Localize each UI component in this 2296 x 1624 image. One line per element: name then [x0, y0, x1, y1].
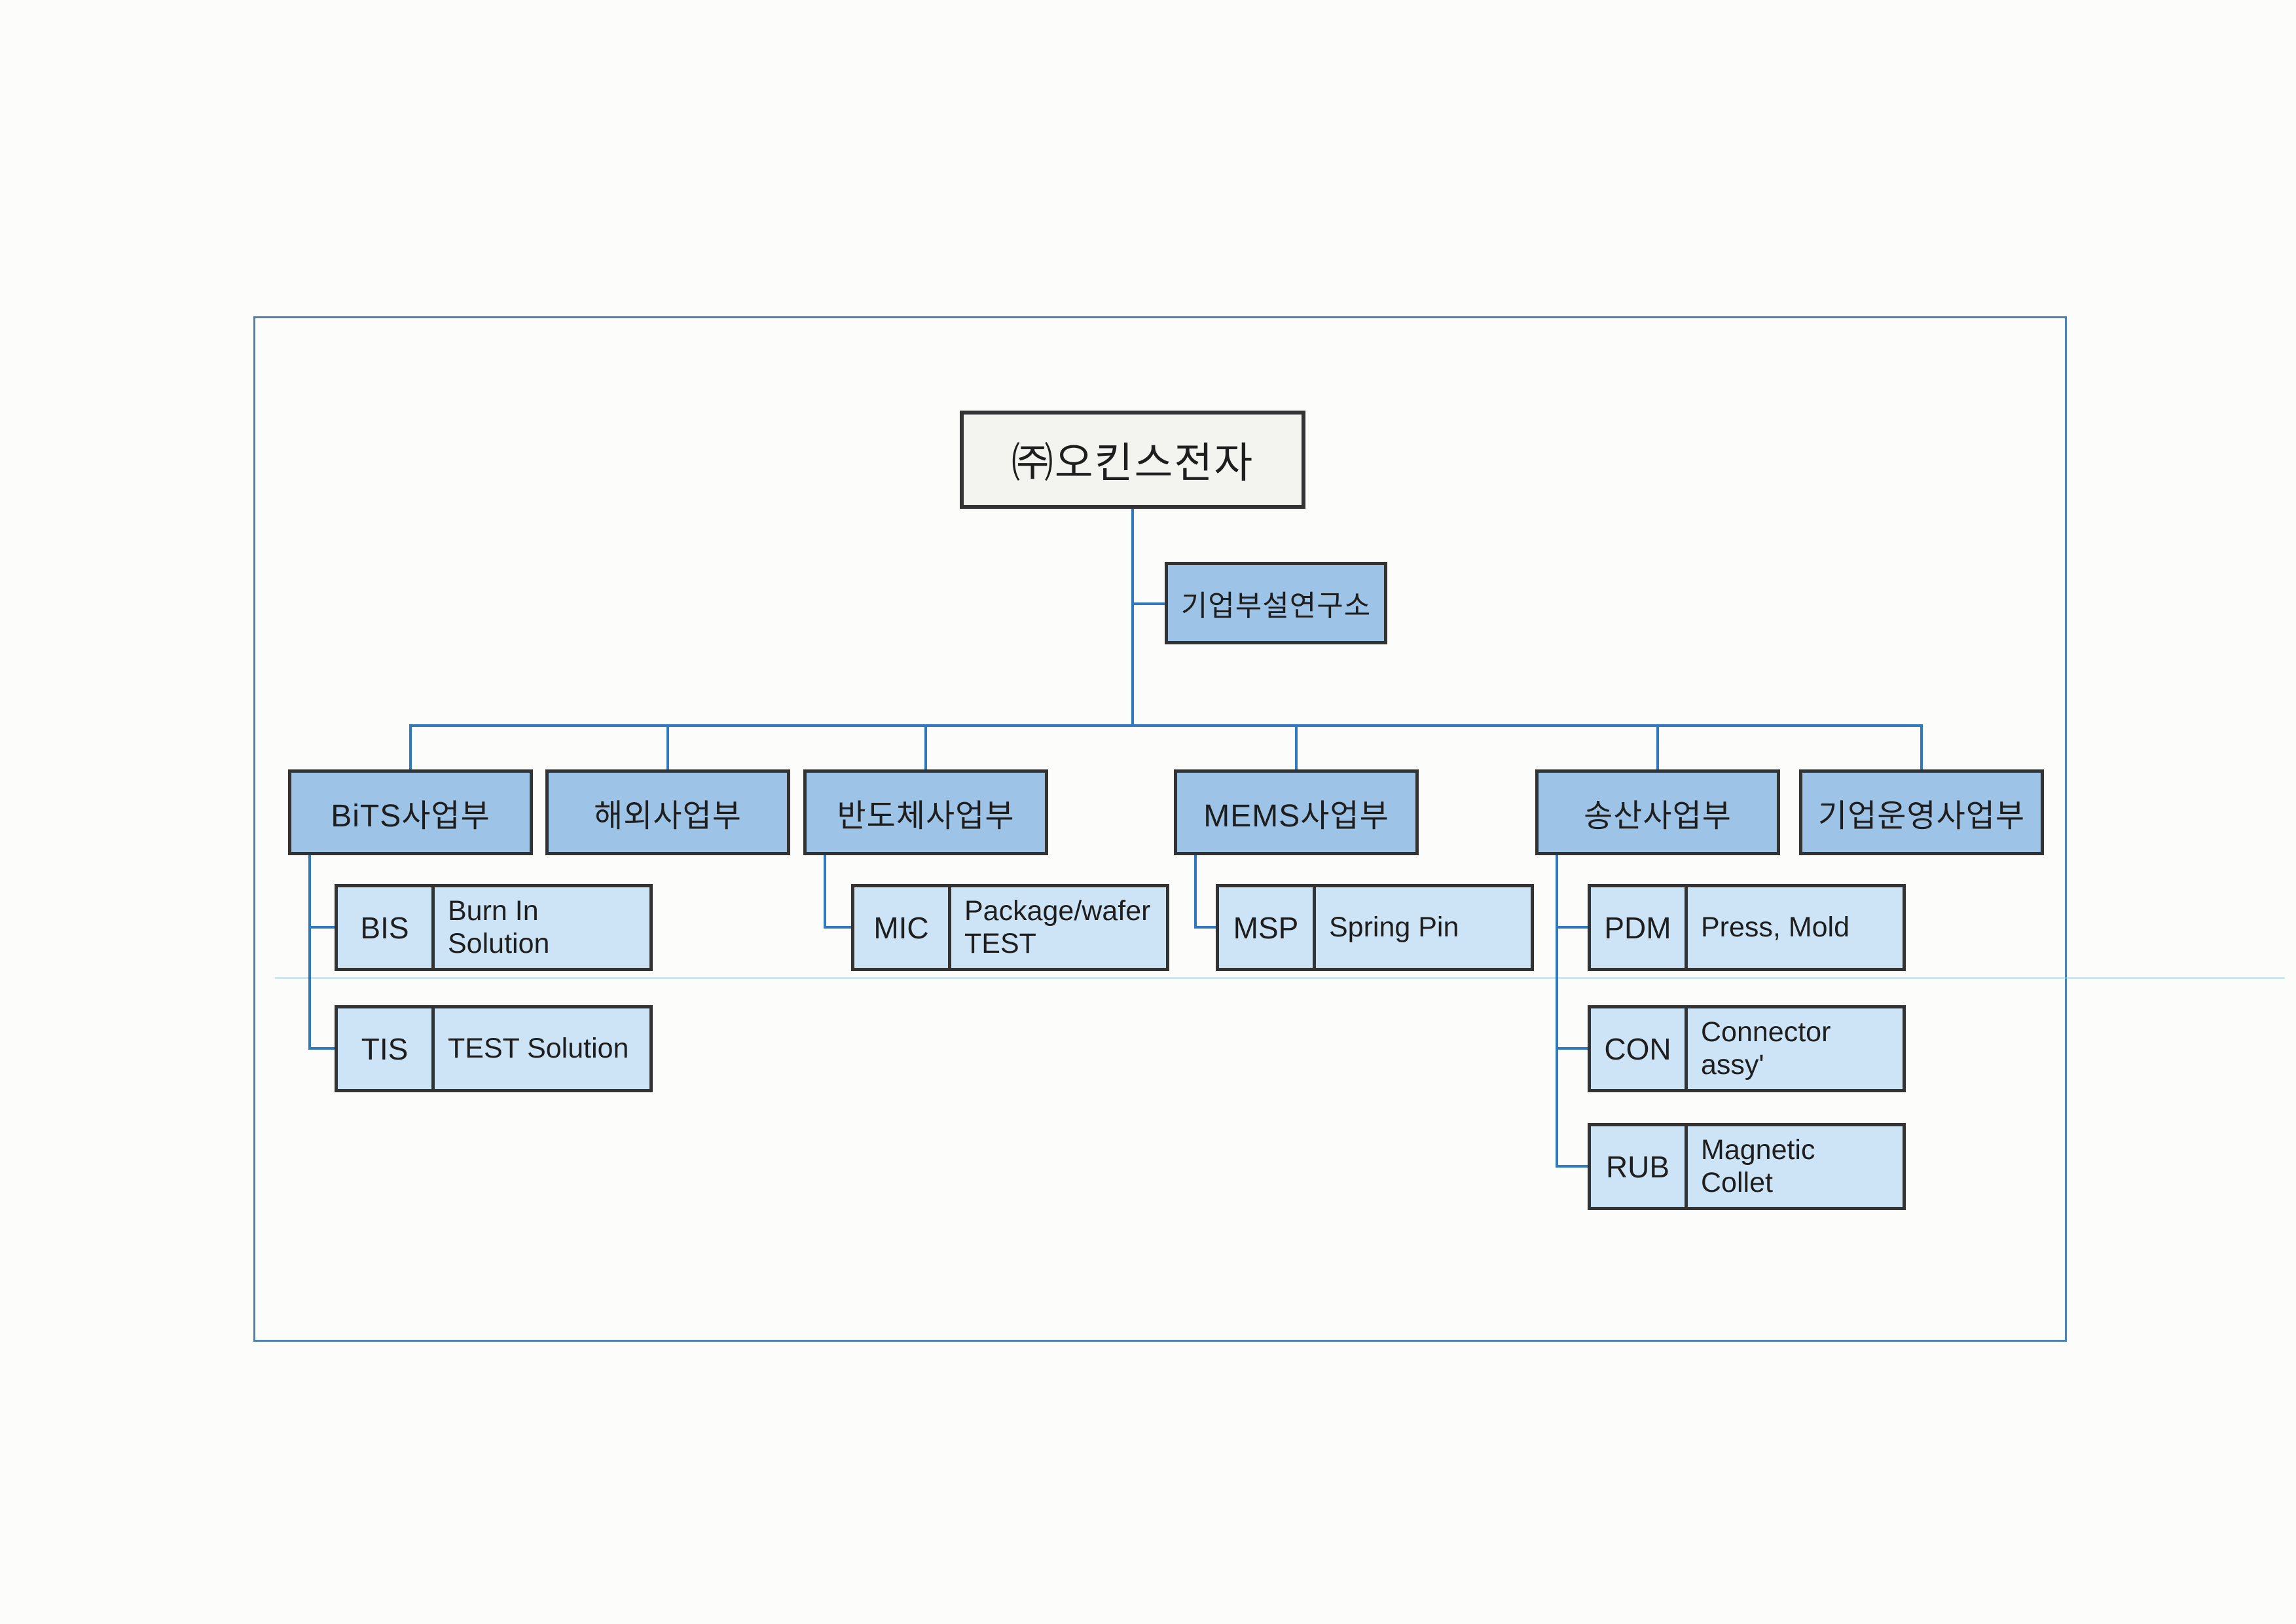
dept-box-operations: 기업운영사업부 — [1799, 769, 2044, 855]
sub-code-mic: MIC — [854, 887, 951, 968]
connector-elbow-tis — [308, 1047, 335, 1050]
chart-outer-frame — [253, 316, 2067, 1342]
connector-elbow-mic — [824, 926, 851, 929]
connector-elbow-pdm — [1556, 926, 1588, 929]
sub-code-tis: TIS — [338, 1008, 435, 1089]
sub-code-pdm: PDM — [1591, 887, 1688, 968]
sub-desc-msp: Spring Pin — [1329, 911, 1459, 943]
connector-spine-semiconductor — [824, 855, 826, 929]
root-company-box: ㈜오킨스전자 — [960, 411, 1305, 509]
dept-label-semiconductor: 반도체사업부 — [837, 798, 1015, 834]
connector-spine-songsan — [1556, 855, 1558, 1168]
dept-box-semiconductor: 반도체사업부 — [803, 769, 1048, 855]
sub-desc-pdm: Press, Mold — [1701, 911, 1850, 943]
research-institute-box: 기업부설연구소 — [1165, 562, 1387, 644]
connector-drop-overseas — [666, 724, 669, 771]
connector-elbow-rub — [1556, 1165, 1588, 1168]
connector-drop-songsan — [1656, 724, 1659, 771]
dept-label-operations: 기업운영사업부 — [1817, 798, 2026, 834]
dept-box-bits: BiTS사업부 — [288, 769, 533, 855]
dept-label-mems: MEMS사업부 — [1203, 798, 1389, 834]
connector-root-vertical — [1131, 509, 1134, 727]
connector-drop-operations — [1920, 724, 1923, 771]
dept-label-bits: BiTS사업부 — [331, 798, 490, 834]
sub-code-msp: MSP — [1219, 887, 1316, 968]
sub-box-pdm: PDM Press, Mold — [1588, 884, 1906, 971]
connector-drop-semiconductor — [924, 724, 927, 771]
scan-artifact-line — [275, 977, 2285, 979]
sub-desc-bis: Burn In Solution — [448, 895, 550, 959]
connector-spine-mems — [1194, 855, 1197, 929]
sub-box-msp: MSP Spring Pin — [1216, 884, 1534, 971]
sub-box-tis: TIS TEST Solution — [335, 1005, 653, 1092]
connector-drop-mems — [1295, 724, 1298, 771]
root-company-label: ㈜오킨스전자 — [1011, 439, 1254, 487]
sub-desc-tis: TEST Solution — [448, 1032, 629, 1064]
connector-spine-bits — [308, 855, 311, 1050]
sub-desc-mic: Package/wafer TEST — [964, 895, 1151, 959]
sub-code-bis: BIS — [338, 887, 435, 968]
connector-departments-horizontal — [409, 724, 1923, 727]
sub-box-rub: RUB Magnetic Collet — [1588, 1123, 1906, 1210]
dept-box-overseas: 해외사업부 — [545, 769, 790, 855]
dept-label-overseas: 해외사업부 — [594, 798, 742, 834]
sub-code-con: CON — [1591, 1008, 1688, 1089]
sub-desc-rub: Magnetic Collet — [1701, 1134, 1815, 1198]
sub-box-con: CON Connector assy' — [1588, 1005, 1906, 1092]
connector-elbow-bis — [308, 926, 335, 929]
connector-drop-bits — [409, 724, 412, 771]
dept-box-mems: MEMS사업부 — [1174, 769, 1419, 855]
dept-label-songsan: 송산사업부 — [1584, 798, 1732, 834]
connector-research-elbow — [1133, 602, 1165, 605]
sub-box-mic: MIC Package/wafer TEST — [851, 884, 1169, 971]
dept-box-songsan: 송산사업부 — [1535, 769, 1780, 855]
sub-box-bis: BIS Burn In Solution — [335, 884, 653, 971]
sub-desc-con: Connector assy' — [1701, 1016, 1831, 1080]
connector-elbow-con — [1556, 1047, 1588, 1050]
connector-elbow-msp — [1194, 926, 1216, 929]
sub-code-rub: RUB — [1591, 1126, 1688, 1207]
research-institute-label: 기업부설연구소 — [1180, 590, 1372, 622]
